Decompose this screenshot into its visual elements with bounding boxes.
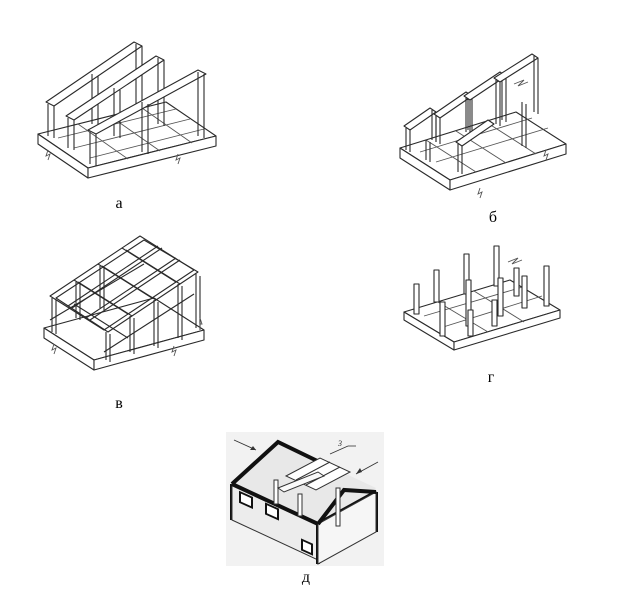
callout-label: 3 — [337, 439, 342, 448]
caption-a: а — [115, 195, 123, 212]
caption-v: в — [115, 395, 123, 412]
caption-d: д — [301, 569, 311, 586]
figure-d-walls-and-columns: 3 — [226, 432, 386, 568]
figure-v-space-frame — [43, 228, 224, 378]
caption-b: б — [488, 209, 498, 226]
figure-a-transverse-frames — [37, 36, 218, 186]
caption-g: г — [487, 369, 495, 386]
figure-b-longitudinal-frames — [396, 48, 576, 199]
figure-g-columns-only — [403, 236, 574, 356]
